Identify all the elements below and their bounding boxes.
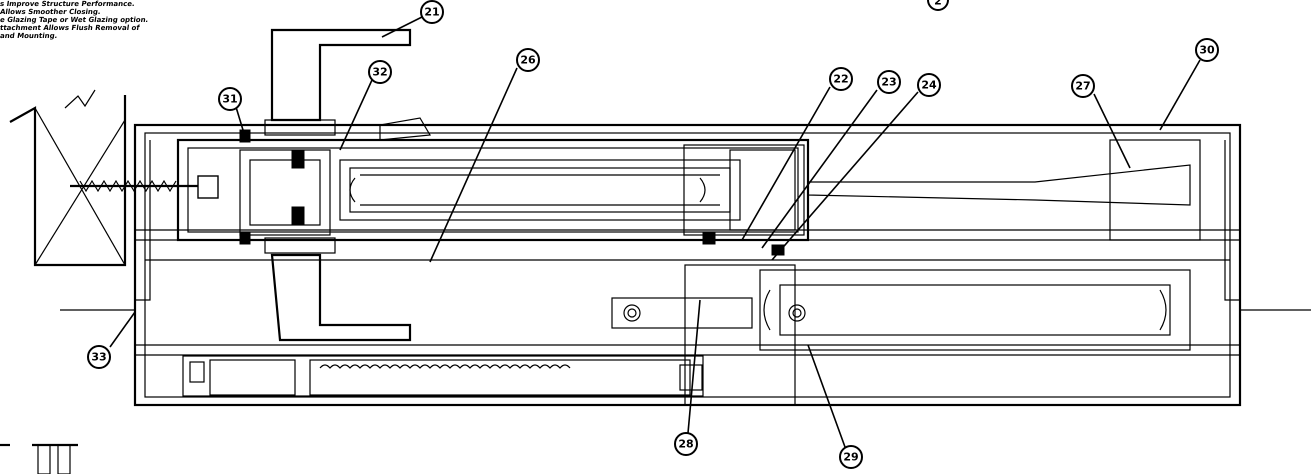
callout-23: 23 (877, 70, 901, 94)
handle-upper (264, 28, 431, 141)
callout-label: 28 (678, 438, 693, 451)
bottom-track (182, 355, 704, 397)
callout-label: 22 (833, 73, 848, 86)
callout-32: 32 (368, 60, 392, 84)
callout-label: 26 (520, 54, 536, 67)
callout-label: 31 (222, 93, 237, 106)
callout-33: 33 (87, 345, 111, 369)
glass-pane-upper (349, 174, 720, 206)
callout-label: 2 (934, 0, 942, 8)
profile-symbol (0, 443, 78, 474)
leader-lines (109, 16, 1201, 448)
callout-label: 30 (1199, 44, 1215, 57)
callout-30: 30 (1195, 38, 1219, 62)
callout-label: 27 (1075, 80, 1090, 93)
callout-29: 29 (839, 445, 863, 469)
sash-left (176, 138, 810, 242)
callout-label: 32 (372, 66, 387, 79)
callout-label: 21 (424, 6, 439, 19)
fasteners (239, 129, 785, 256)
callout-label: 23 (881, 76, 896, 89)
callout-24: 24 (917, 73, 941, 97)
callout-label: 33 (91, 351, 106, 364)
callout-2: 2 (927, 0, 949, 11)
callout-26: 26 (516, 48, 540, 72)
callout-31: 31 (218, 87, 242, 111)
callout-label: 29 (843, 451, 858, 464)
callout-22: 22 (829, 67, 853, 91)
callout-27: 27 (1071, 74, 1095, 98)
mounting-screw (70, 175, 219, 199)
callout-28: 28 (674, 432, 698, 456)
callout-21: 21 (420, 0, 444, 24)
callout-label: 24 (921, 79, 937, 92)
sash-right-lower (611, 264, 1191, 406)
operator-arm (807, 139, 1201, 241)
handle-lower (264, 237, 412, 342)
wall-stud (9, 89, 127, 267)
